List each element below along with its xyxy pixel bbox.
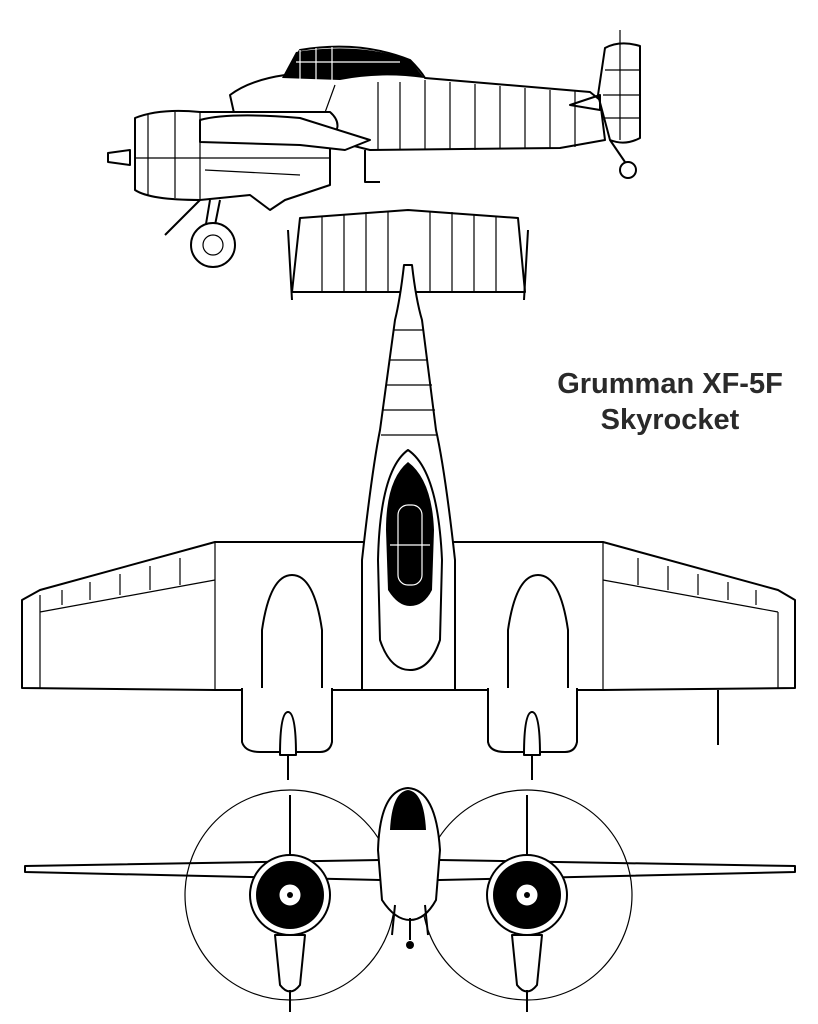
tail-wheel (619, 161, 637, 179)
front-view (24, 787, 796, 1012)
left-spinner-center (287, 892, 293, 898)
nose-detail (406, 941, 414, 949)
side-wing (199, 114, 371, 151)
nose-gear-front (391, 904, 429, 940)
tail-ribs (321, 211, 497, 292)
side-view (107, 30, 641, 268)
right-spinner-center (524, 892, 530, 898)
fuselage-frames (381, 329, 437, 436)
side-canopy (282, 48, 424, 80)
tail-fin-lines (603, 30, 640, 140)
top-canopy-frames (390, 504, 430, 586)
left-spinner-top (279, 711, 297, 780)
main-wheel-hub (202, 234, 224, 256)
tail-fins-top (287, 229, 529, 301)
right-spinner-top (523, 711, 541, 780)
front-canopy (390, 790, 426, 830)
left-nacelle-top (261, 574, 323, 690)
right-gear-front (511, 934, 543, 1012)
engine-lines (135, 112, 330, 200)
left-gear-front (274, 934, 306, 1012)
title-line-2: Skyrocket (600, 404, 740, 436)
ventral-probe (364, 150, 380, 183)
right-nacelle-top (507, 574, 569, 690)
tail-wheel-strut (609, 139, 626, 163)
side-horizontal-stabilizer (569, 94, 601, 111)
title-line-1: Grumman XF-5F (557, 368, 783, 400)
top-view (21, 209, 796, 780)
propeller-spinner (107, 149, 131, 166)
main-wheel (190, 222, 236, 268)
wing-panel-lines (39, 542, 779, 690)
canopy-frames (296, 47, 400, 80)
top-horizontal-tail (291, 209, 526, 293)
drawing-title: Grumman XF-5F Skyrocket (540, 366, 800, 438)
